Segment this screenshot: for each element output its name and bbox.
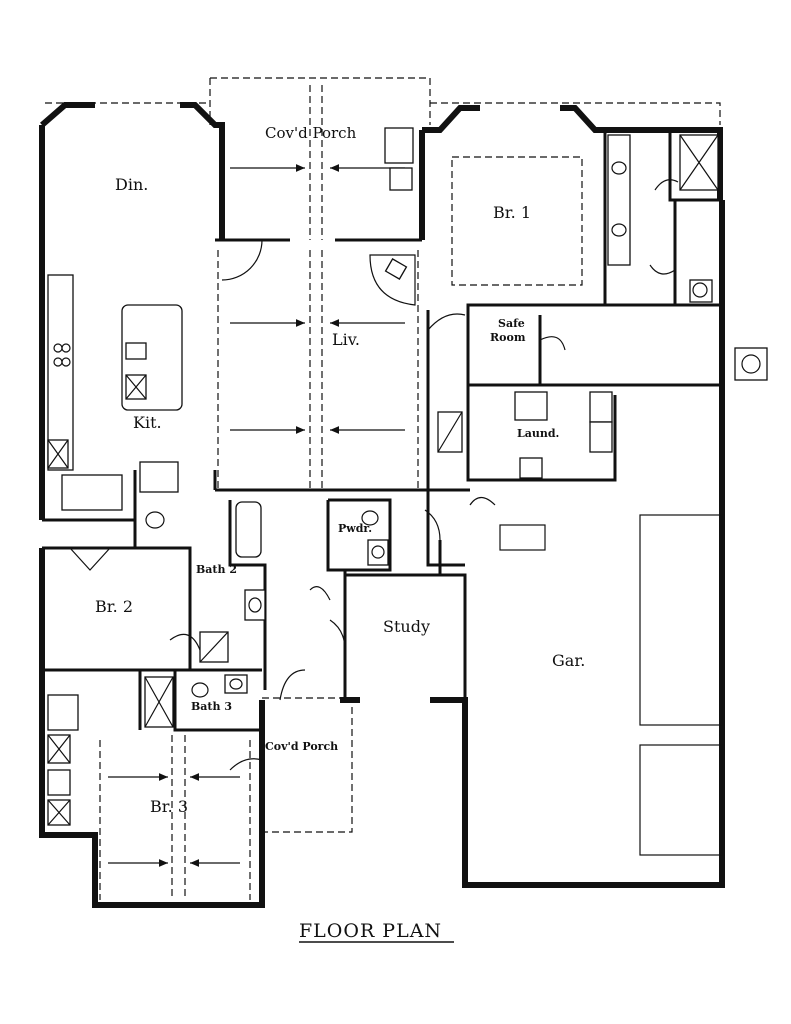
room-label-kit: Kit. bbox=[133, 413, 162, 432]
porch-grill bbox=[384, 127, 414, 191]
powder-fixtures bbox=[361, 510, 389, 566]
span-arrows bbox=[108, 164, 405, 867]
plan-title: FLOOR PLAN bbox=[299, 920, 442, 942]
room-label-bath2: Bath 2 bbox=[196, 563, 237, 576]
room-label-bath3: Bath 3 bbox=[191, 700, 232, 713]
master-bath-fixtures bbox=[607, 134, 719, 303]
bath3-fixtures bbox=[47, 674, 248, 826]
room-label-br1: Br. 1 bbox=[493, 203, 531, 222]
room-labels: Din. Kit. Cov'd Porch Liv. Br. 1 Safe Ro… bbox=[95, 124, 585, 816]
room-label-laund: Laund. bbox=[517, 427, 559, 440]
fireplace bbox=[369, 254, 416, 306]
kitchen-fixtures bbox=[47, 274, 183, 511]
kitchen-counter bbox=[47, 274, 74, 471]
room-label-covd-porch-rear: Cov'd Porch bbox=[265, 124, 357, 142]
garage-bays bbox=[499, 347, 768, 856]
room-label-liv: Liv. bbox=[332, 330, 360, 349]
room-label-br2: Br. 2 bbox=[95, 597, 133, 616]
laundry-fixtures bbox=[437, 391, 613, 479]
room-label-br3: Br. 3 bbox=[150, 797, 188, 816]
room-label-safe-room-1: Safe bbox=[498, 317, 525, 330]
room-label-gar: Gar. bbox=[552, 651, 585, 670]
room-label-covd-porch-front: Cov'd Porch bbox=[265, 740, 338, 753]
room-label-safe-room-2: Room bbox=[490, 331, 526, 344]
room-label-pwdr: Pwdr. bbox=[338, 522, 372, 535]
bath2-fixtures bbox=[145, 501, 266, 663]
bathtub bbox=[235, 501, 262, 558]
door-swings bbox=[69, 179, 679, 771]
interior-walls bbox=[42, 130, 722, 732]
room-label-study: Study bbox=[383, 617, 430, 636]
room-label-din: Din. bbox=[115, 175, 148, 194]
ceiling-lines bbox=[99, 85, 583, 900]
